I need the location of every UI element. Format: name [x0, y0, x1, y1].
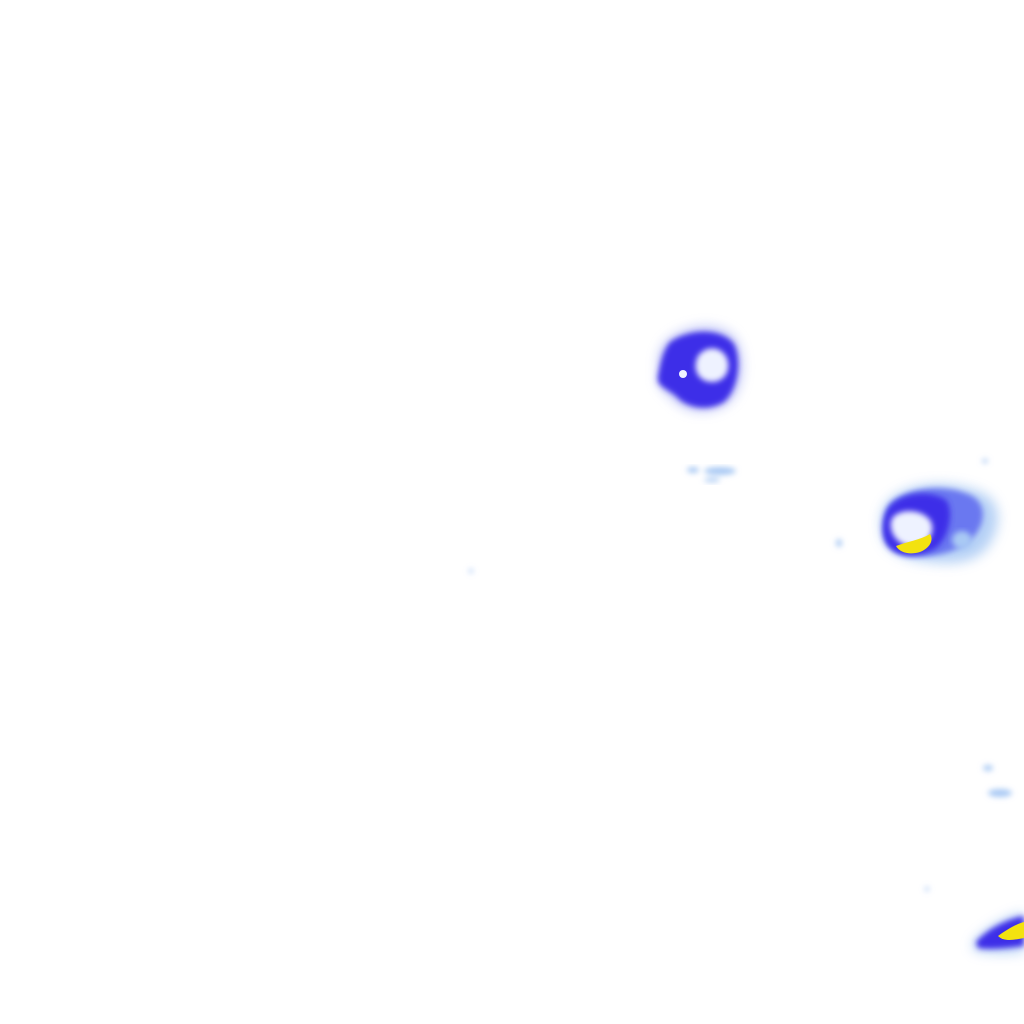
light-echo-streak-part [704, 467, 736, 475]
light-echo-streak-part [687, 467, 699, 473]
storm-cell-east [881, 484, 998, 564]
storm-cell-east-light-patch [952, 531, 972, 549]
storm-cell-southeast-core [998, 922, 1024, 940]
light-echo-fragment [983, 765, 993, 771]
storm-cell-southeast [972, 912, 1024, 954]
light-echo-fragment [925, 887, 929, 891]
storm-cell-southeast-body [976, 916, 1024, 949]
light-echo-streak-part [704, 478, 720, 482]
storm-cell-north [657, 326, 742, 412]
storm-cell-north-spot [679, 370, 687, 378]
storm-cell-east-core [896, 534, 932, 554]
light-echo-fragments [469, 459, 1012, 891]
light-echo-fragment [988, 789, 1012, 797]
storm-cell-north-hollow [695, 348, 729, 382]
storm-cell-east-hollow [890, 511, 933, 547]
light-echo-fragment [469, 569, 473, 573]
light-echo-fragment [982, 459, 988, 463]
light-echo-streak [687, 467, 736, 482]
light-echo-fragment [836, 539, 842, 547]
